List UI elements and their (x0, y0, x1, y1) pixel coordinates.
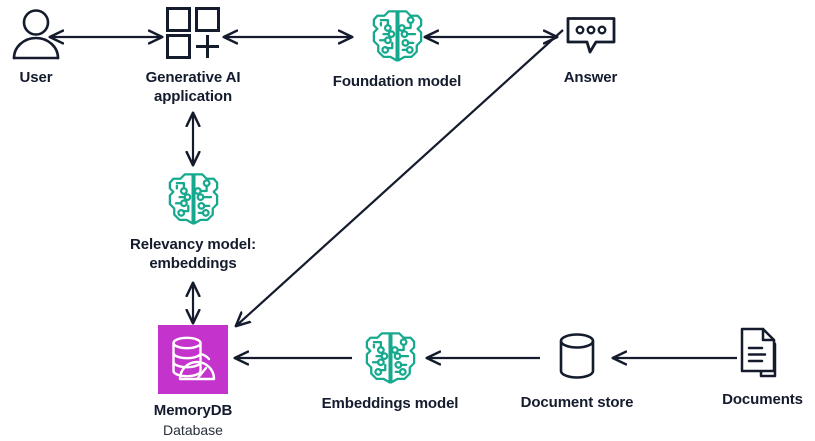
user-icon (12, 9, 60, 60)
node-user: User (0, 8, 72, 88)
node-memorydb: MemoryDB Database (128, 325, 258, 439)
node-foundation-model: Foundation model (312, 7, 482, 92)
node-label-documents: Documents (722, 391, 803, 408)
cylinder-datastore-icon (559, 333, 595, 379)
node-label-foundation-model: Foundation model (332, 73, 462, 90)
documents-pages-icon (740, 327, 776, 378)
brain-circuit-icon (372, 10, 422, 62)
node-relevancy-model: Relevancy model: embeddings (113, 170, 273, 274)
node-label-genai-app: Generative AI application (145, 69, 241, 105)
speech-bubble-icon (566, 17, 615, 54)
node-answer: Answer (533, 14, 648, 88)
node-documents: Documents (710, 326, 815, 410)
node-document-store: Document store (512, 330, 642, 413)
node-label-answer: Answer (563, 69, 618, 86)
node-embeddings-model: Embeddings model (305, 329, 475, 414)
node-label-relevancy-model: Relevancy model: embeddings (130, 236, 256, 272)
brain-circuit-icon (365, 332, 415, 384)
node-label-document-store: Document store (520, 394, 634, 411)
brain-circuit-icon (168, 173, 218, 225)
application-grid-plus-icon (166, 7, 220, 59)
node-label-user: User (19, 69, 53, 86)
node-label-embeddings-model: Embeddings model (321, 395, 459, 412)
node-label-memorydb: MemoryDB (153, 402, 233, 419)
node-sublabel-memorydb: Database (163, 421, 223, 438)
memorydb-database-icon (172, 336, 216, 381)
memorydb-tile (158, 325, 228, 394)
node-genai-app: Generative AI application (113, 6, 273, 107)
